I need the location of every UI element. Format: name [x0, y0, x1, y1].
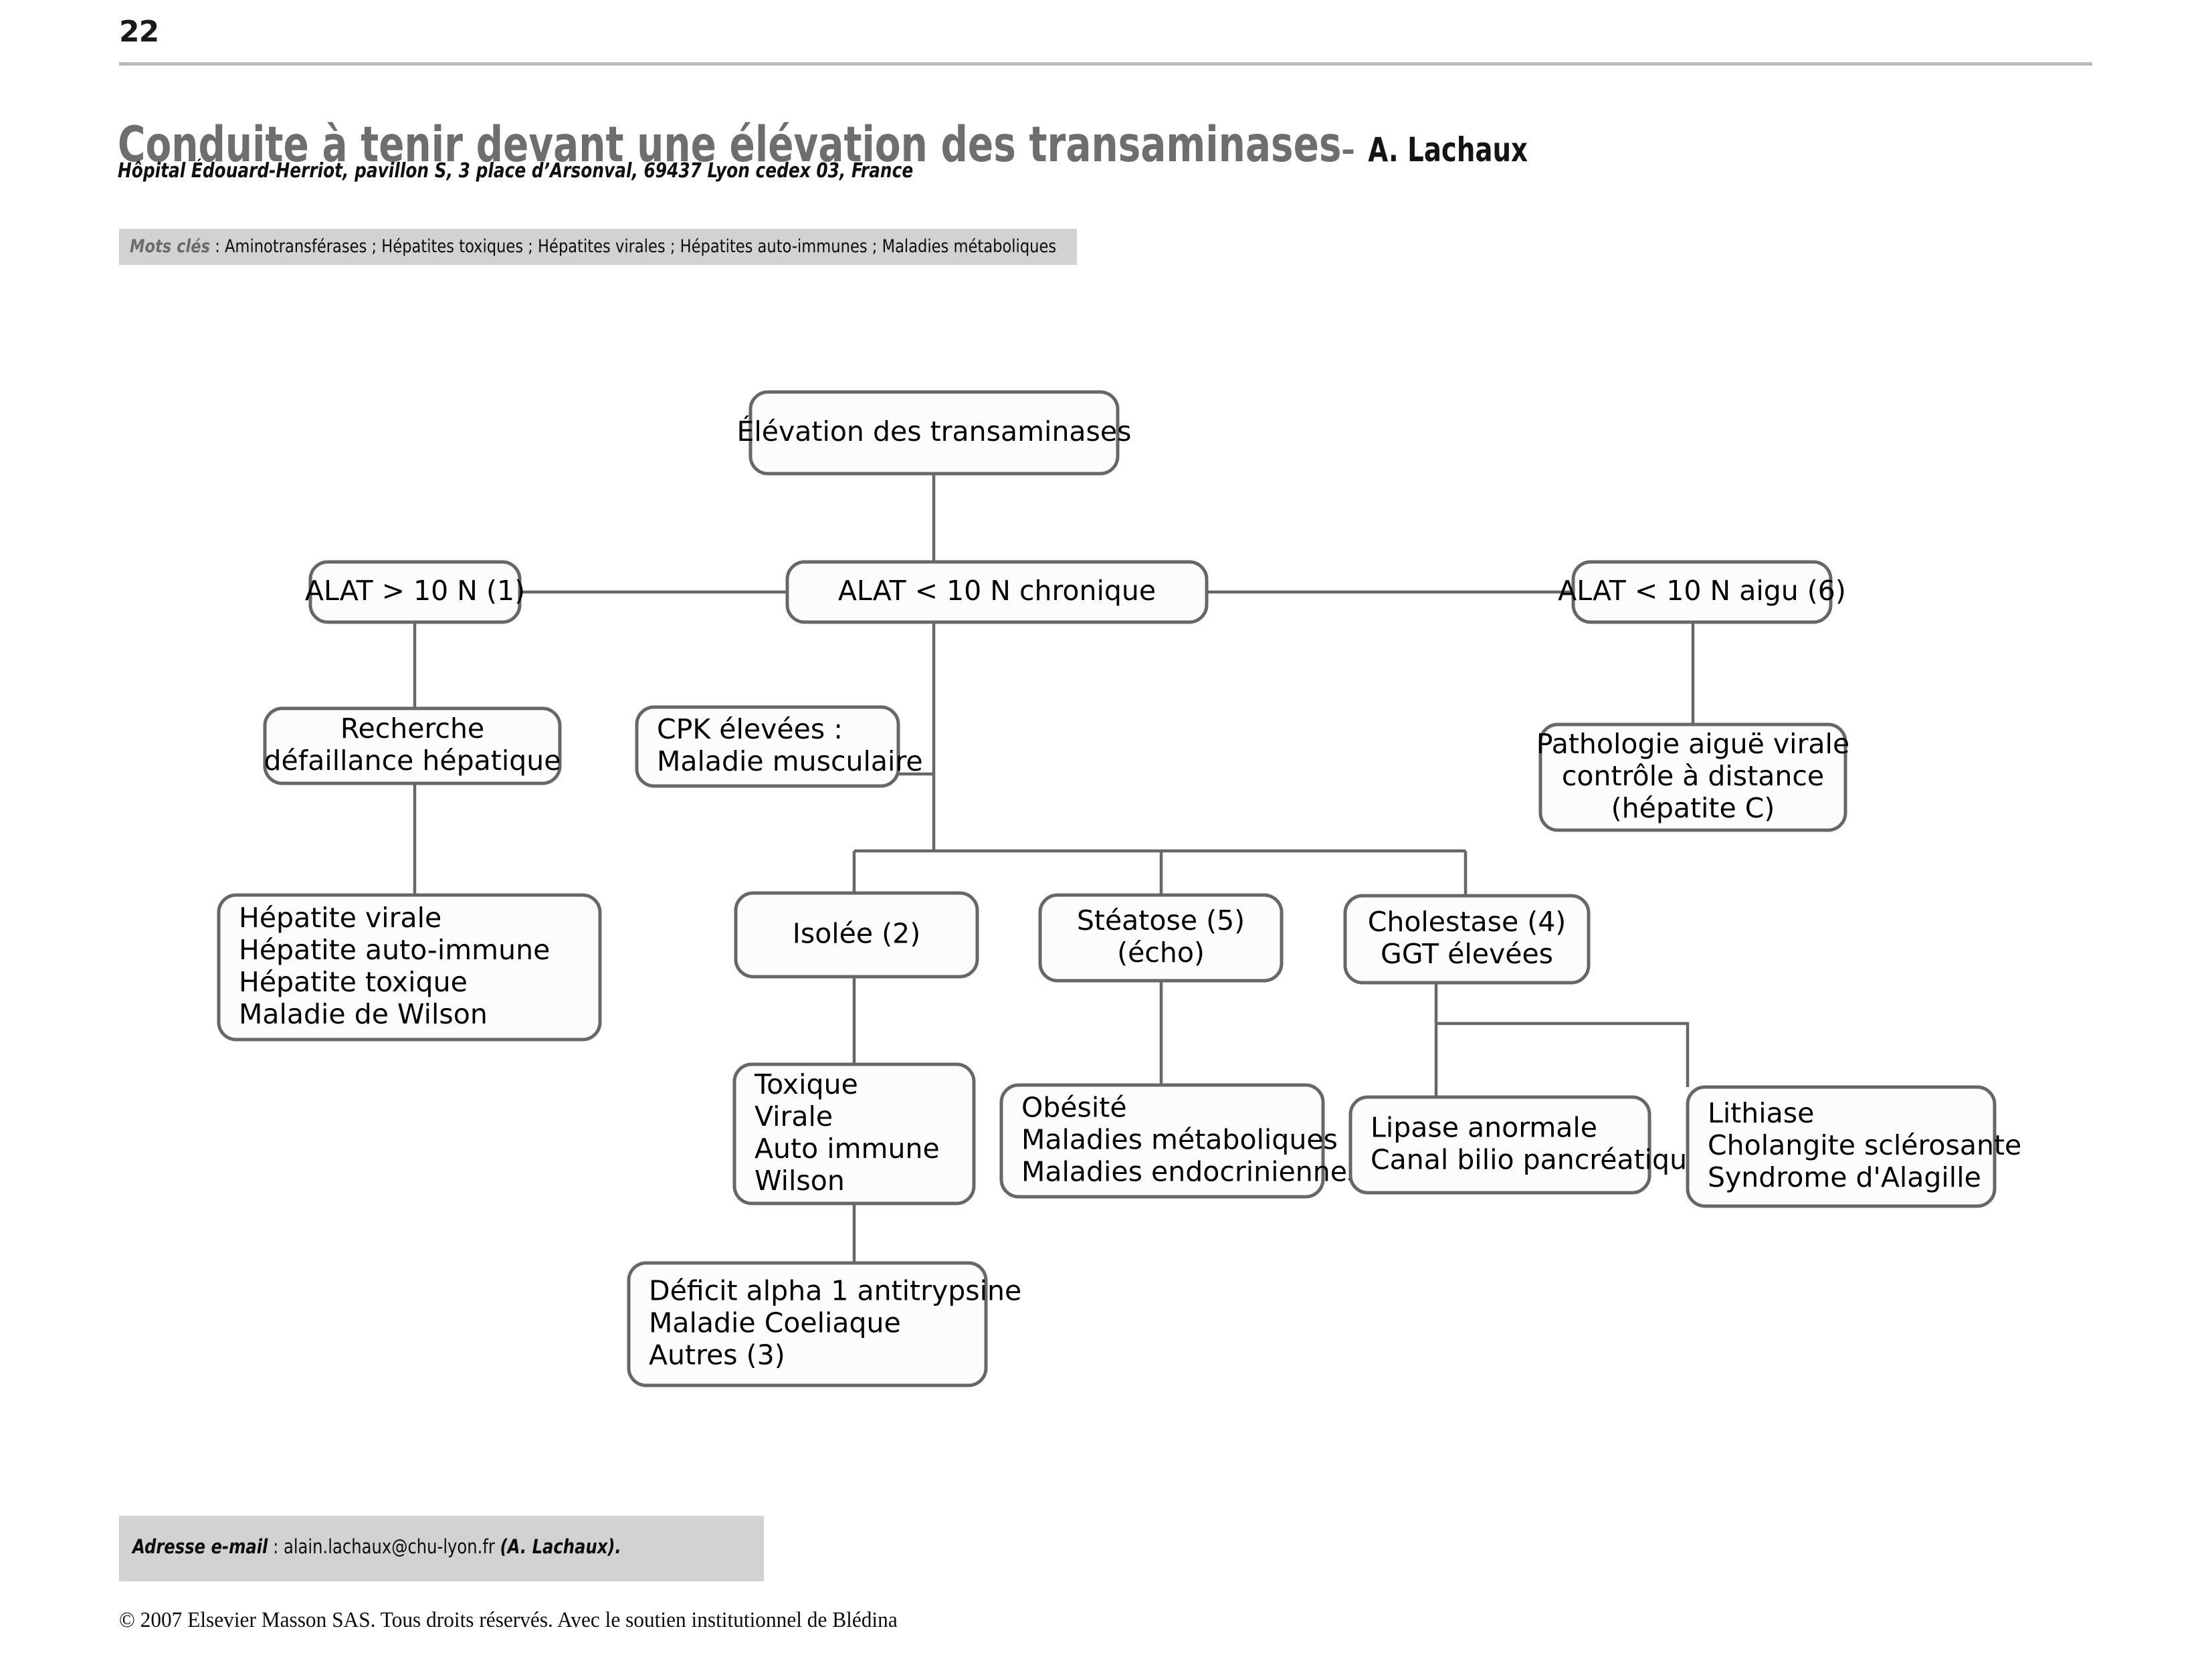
node-shape-isolee[interactable] — [734, 891, 979, 979]
node-shape-obesite[interactable] — [999, 1083, 1325, 1199]
email-author: (A. Lachaux). — [500, 1535, 621, 1558]
node-shape-hepatites[interactable] — [217, 893, 602, 1042]
flow-node-cholestase[interactable]: Cholestase (4)GGT élevées — [1343, 894, 1591, 985]
flow-node-alat_gt10[interactable]: ALAT > 10 N (1) — [305, 560, 525, 624]
node-shape-toxique[interactable] — [732, 1062, 976, 1205]
title-dash: – — [1341, 129, 1355, 170]
page-title: Conduite à tenir devant une élévation de… — [118, 120, 1843, 169]
node-shape-patho_aigue[interactable] — [1538, 722, 1847, 832]
node-shape-cpk[interactable] — [635, 705, 900, 788]
flow-node-root[interactable]: Élévation des transaminases — [736, 390, 1132, 476]
node-shape-alat_chron[interactable] — [785, 560, 1209, 624]
node-shape-alat_aigu[interactable] — [1571, 560, 1833, 624]
flow-node-alat_chron[interactable]: ALAT < 10 N chronique — [785, 560, 1209, 624]
header-rule — [119, 62, 2092, 66]
affiliation-text: Hôpital Édouard-Herriot, pavillon S, 3 p… — [118, 159, 914, 183]
title-author: A. Lachaux — [1368, 130, 1528, 169]
node-shape-lipase[interactable] — [1348, 1095, 1651, 1195]
keywords-value: : Aminotransférases ; Hépatites toxiques… — [210, 236, 1057, 257]
node-shape-lithiase[interactable] — [1686, 1085, 1997, 1208]
connector-cholestase-to-lithiase — [1436, 1021, 1690, 1087]
node-shape-recherche[interactable] — [263, 706, 562, 785]
node-shape-steatose[interactable] — [1038, 893, 1284, 983]
email-text: Adresse e-mail : alain.lachaux@chu-lyon.… — [132, 1535, 621, 1558]
page-number: 22 — [119, 15, 159, 49]
node-shape-root[interactable] — [748, 390, 1120, 476]
keywords-label: Mots clés — [130, 236, 211, 257]
email-label: Adresse e-mail — [132, 1535, 268, 1558]
node-shape-cholestase[interactable] — [1343, 894, 1591, 985]
keywords-band: Mots clés : Aminotransférases ; Hépatite… — [119, 229, 1077, 265]
flow-node-alat_aigu[interactable]: ALAT < 10 N aigu (6) — [1558, 560, 1846, 624]
flow-node-cpk[interactable]: CPK élevées :Maladie musculaire — [635, 705, 923, 788]
flow-node-steatose[interactable]: Stéatose (5)(écho) — [1038, 893, 1284, 983]
keywords-text: Mots clés : Aminotransférases ; Hépatite… — [130, 236, 1056, 257]
node-shape-alat_gt10[interactable] — [308, 560, 522, 624]
email-value[interactable]: : alain.lachaux@chu-lyon.fr — [268, 1535, 500, 1558]
copyright-text: © 2007 Elsevier Masson SAS. Tous droits … — [119, 1608, 898, 1632]
flow-node-isolee[interactable]: Isolée (2) — [734, 891, 979, 979]
node-shape-deficit[interactable] — [627, 1261, 988, 1387]
email-band: Adresse e-mail : alain.lachaux@chu-lyon.… — [119, 1516, 764, 1581]
title-main-text: Conduite à tenir devant une élévation de… — [118, 116, 1342, 173]
